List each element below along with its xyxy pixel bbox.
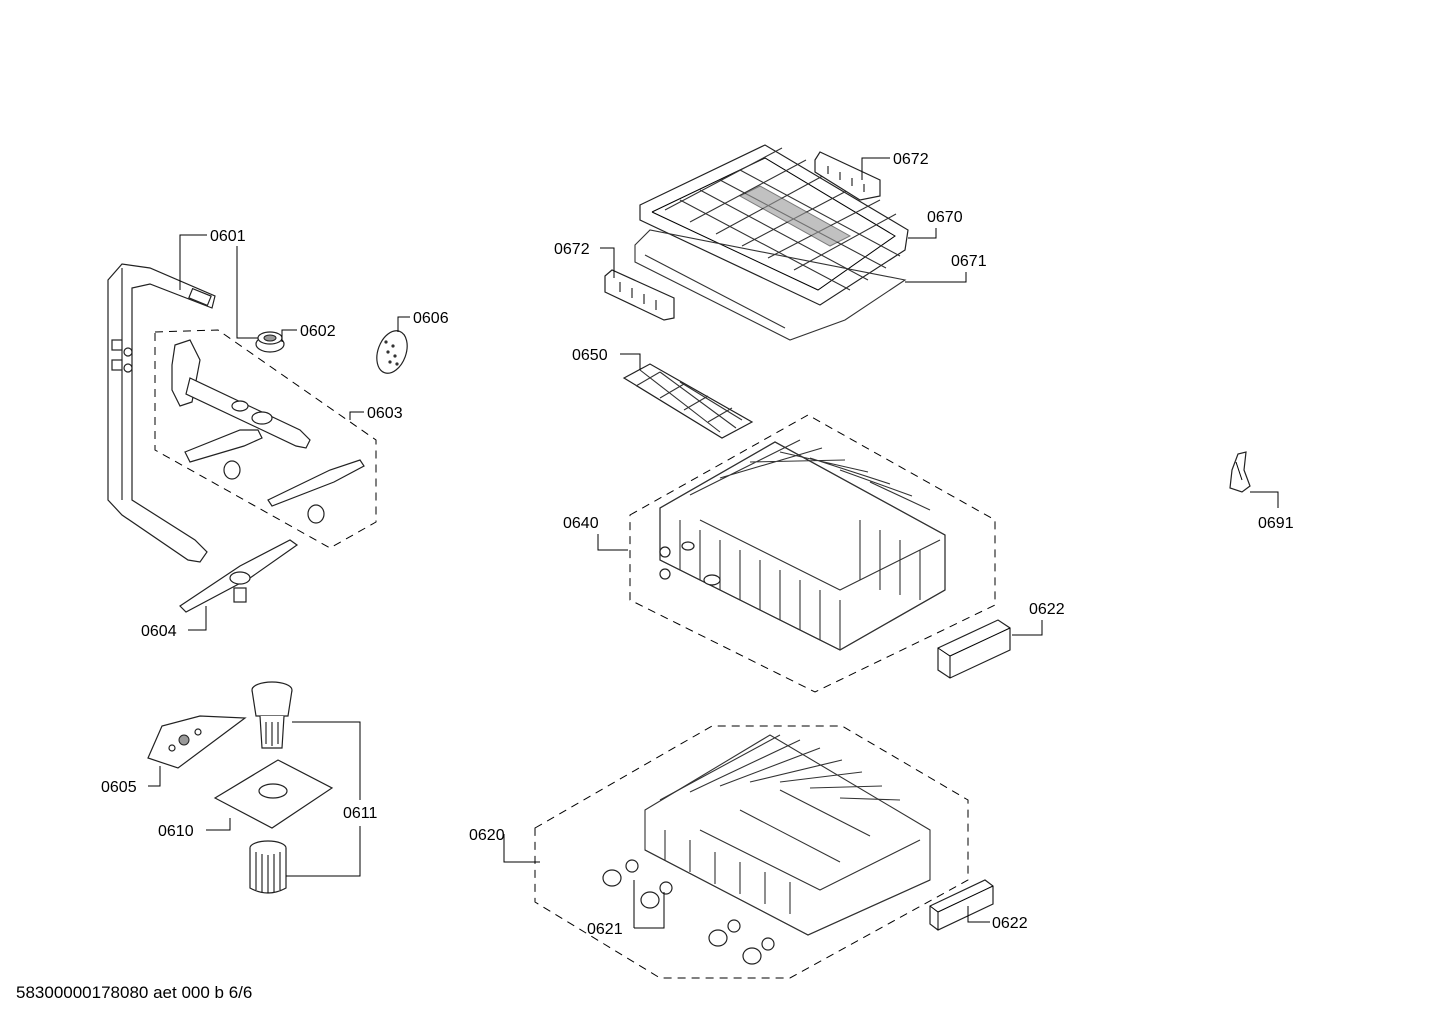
label-0622-lower: 0622 bbox=[992, 915, 1028, 932]
label-0640: 0640 bbox=[563, 515, 599, 532]
flat-filter-0610 bbox=[213, 759, 334, 829]
label-0606: 0606 bbox=[413, 310, 449, 327]
clip-0691 bbox=[1229, 451, 1251, 493]
upper-rack-0640 bbox=[629, 414, 996, 693]
fine-filter-0611-bottom bbox=[249, 840, 287, 894]
label-0620: 0620 bbox=[469, 827, 505, 844]
label-0650: 0650 bbox=[572, 347, 608, 364]
label-0672-left: 0672 bbox=[554, 241, 590, 258]
label-0605: 0605 bbox=[101, 779, 137, 796]
cover-0605 bbox=[147, 715, 247, 769]
clip-0672-left bbox=[604, 269, 675, 321]
label-0671: 0671 bbox=[951, 253, 987, 270]
lower-rack-0620 bbox=[534, 725, 969, 979]
label-0601: 0601 bbox=[210, 228, 246, 245]
spray-pipe-0601 bbox=[107, 263, 216, 563]
label-0603: 0603 bbox=[367, 405, 403, 422]
label-0602: 0602 bbox=[300, 323, 336, 340]
label-0691: 0691 bbox=[1258, 515, 1294, 532]
leader-lines bbox=[148, 157, 1279, 929]
connector-0602 bbox=[255, 331, 285, 353]
part-labels: 0601 0602 0606 0603 0604 0605 0610 0611 … bbox=[101, 151, 1294, 938]
handle-0622-upper bbox=[937, 619, 1011, 679]
lower-spray-arm-0604 bbox=[179, 539, 299, 613]
clip-0672-right bbox=[814, 151, 881, 201]
handle-0622-lower bbox=[929, 879, 994, 931]
label-0672-right: 0672 bbox=[893, 151, 929, 168]
tray-frame-0671 bbox=[634, 229, 907, 341]
upper-spray-arm-group-0603 bbox=[154, 329, 377, 549]
cutlery-tray-0670 bbox=[639, 144, 909, 306]
microfilter-0611-top bbox=[251, 681, 293, 749]
label-0604: 0604 bbox=[141, 623, 177, 640]
filter-disc-0606 bbox=[376, 330, 408, 374]
label-0622-upper: 0622 bbox=[1029, 601, 1065, 618]
wheels-0621 bbox=[602, 859, 775, 965]
label-0621: 0621 bbox=[587, 921, 623, 938]
document-footer-code: 58300000178080 aet 000 b 6/6 bbox=[16, 983, 252, 1002]
label-0611: 0611 bbox=[343, 805, 378, 822]
label-0610: 0610 bbox=[158, 823, 194, 840]
label-0670: 0670 bbox=[927, 209, 963, 226]
rack-insert-0650 bbox=[622, 363, 754, 439]
